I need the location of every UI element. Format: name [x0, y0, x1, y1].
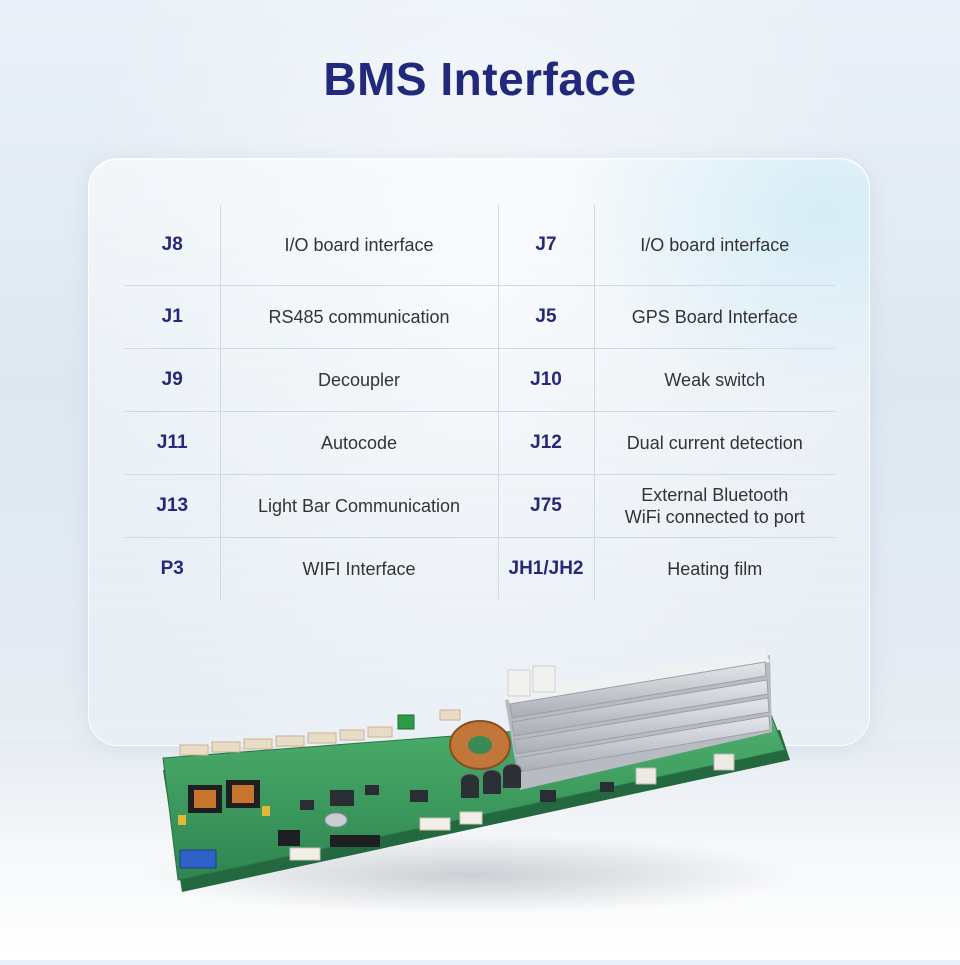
connector-description: Light Bar Communication	[220, 474, 499, 538]
connector-description: WIFI Interface	[220, 537, 499, 600]
connector-description: Heating film	[667, 558, 763, 579]
connector-code: J10	[498, 348, 595, 412]
connector-description: I/O board interface	[594, 205, 835, 286]
connector-code: J1	[125, 285, 221, 349]
floor-reflection	[0, 740, 960, 960]
connector-code: J9	[125, 348, 221, 412]
connector-code: JH1/JH2	[498, 537, 595, 600]
connector-description: External Bluetooth WiFi connected to por…	[594, 474, 835, 538]
connector-description: Decoupler	[220, 348, 499, 412]
connector-code: J7	[498, 205, 595, 286]
connector-description: Weak switch	[594, 348, 835, 412]
connector-description: Autocode	[220, 411, 499, 475]
connector-code: J75	[498, 474, 595, 538]
connector-code: J12	[498, 411, 595, 475]
table-row: P3 WIFI Interface JH1/JH2 Heating film	[125, 537, 835, 600]
connector-description: RS485 communication	[220, 285, 499, 349]
interface-table: J8 I/O board interface J7 I/O board inte…	[125, 205, 835, 600]
connector-code: J13	[125, 474, 221, 538]
table-row: J11 Autocode J12 Dual current detection	[125, 411, 835, 475]
table-row: J1 RS485 communication J5 GPS Board Inte…	[125, 285, 835, 349]
page-title: BMS Interface	[323, 53, 637, 105]
table-row: J8 I/O board interface J7 I/O board inte…	[125, 205, 835, 286]
table-row: J9 Decoupler J10 Weak switch	[125, 348, 835, 412]
connector-code: J8	[125, 205, 221, 286]
connector-code: J11	[125, 411, 221, 475]
connector-description: GPS Board Interface	[594, 285, 835, 349]
table-row: J13 Light Bar Communication J75 External…	[125, 474, 835, 538]
connector-code: J5	[498, 285, 595, 349]
connector-description: Dual current detection	[594, 411, 835, 475]
connector-code: P3	[125, 537, 221, 600]
connector-description: I/O board interface	[220, 205, 499, 286]
